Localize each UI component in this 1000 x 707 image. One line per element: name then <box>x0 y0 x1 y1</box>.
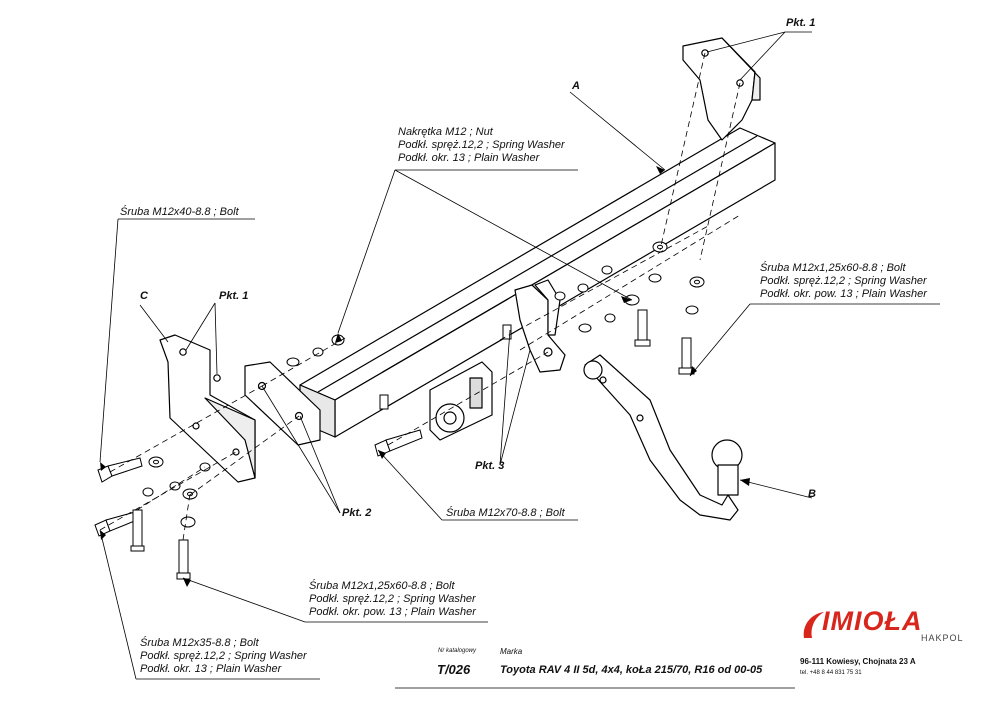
nut-callout: Nakrętka M12 ; Nut Podkł. spręż.12,2 ; S… <box>398 126 565 165</box>
vehicle-make: Toyota RAV 4 II 5d, 4x4, koŁa 215/70, R1… <box>500 664 763 676</box>
bolt-under-bar <box>379 324 512 410</box>
pkt3-label: Pkt. 3 <box>475 460 505 472</box>
towball-arm-B <box>583 354 743 521</box>
bolt60-bottom-callout: Śruba M12x1,25x60-8.8 ; Bolt Podkł. sprę… <box>309 580 476 619</box>
centre-bracket <box>514 279 566 373</box>
bolt35-line-1: Śruba M12x35-8.8 ; Bolt <box>140 637 259 649</box>
right-bracket <box>682 37 761 141</box>
bolt-m12x60-bottom-a <box>130 509 145 552</box>
pkt1-left-label: Pkt. 1 <box>219 290 249 302</box>
company-sub: HAKPOL <box>921 633 964 643</box>
bolt60-bottom-line-2: Podkł. spręż.12,2 ; Spring Washer <box>309 593 476 605</box>
catalog-label: Nr katalogowy <box>438 648 477 654</box>
bolt-m12x60-right-b <box>634 309 651 347</box>
bolt-m12x60-bottom-b <box>176 539 191 580</box>
bolt60-bottom-line-3: Podkł. okr. pow. 13 ; Plain Washer <box>309 606 476 618</box>
logo-swoosh-icon <box>803 612 824 638</box>
bolt35-callout: Śruba M12x35-8.8 ; Bolt Podkł. spręż.12,… <box>140 637 307 676</box>
catalog-number: T/026 <box>437 662 471 677</box>
left-bracket-C <box>159 334 256 483</box>
bolt40-line-1: Śruba M12x40-8.8 ; Bolt <box>120 206 239 218</box>
bolt60-right-line-1: Śruba M12x1,25x60-8.8 ; Bolt <box>760 262 906 274</box>
company-logo: IMIOŁA HAKPOL <box>800 606 970 646</box>
socket-plate <box>429 361 493 441</box>
bolt-m12x60-right-a <box>678 337 695 375</box>
bolt40-callout: Śruba M12x40-8.8 ; Bolt <box>120 206 239 219</box>
company-address: 96-111 Kowiesy, Chojnata 23 A <box>800 657 916 666</box>
part-b-label: B <box>808 488 816 500</box>
company-name: IMIOŁA <box>822 606 923 636</box>
pkt2-label: Pkt. 2 <box>342 507 372 519</box>
bolt60-right-callout: Śruba M12x1,25x60-8.8 ; Bolt Podkł. sprę… <box>760 262 927 301</box>
nut-line-1: Nakrętka M12 ; Nut <box>398 126 493 138</box>
bolt35-line-3: Podkł. okr. 13 ; Plain Washer <box>140 663 282 675</box>
nut-line-3: Podkł. okr. 13 ; Plain Washer <box>398 152 540 164</box>
part-a-label: A <box>572 80 580 92</box>
part-c-label: C <box>140 290 148 302</box>
bolt35-line-2: Podkł. spręż.12,2 ; Spring Washer <box>140 650 307 662</box>
bolt70-callout: Śruba M12x70-8.8 ; Bolt <box>446 507 565 520</box>
bolt60-right-line-3: Podkł. okr. pow. 13 ; Plain Washer <box>760 288 927 300</box>
bolt60-right-line-2: Podkł. spręż.12,2 ; Spring Washer <box>760 275 927 287</box>
bolt70-line-1: Śruba M12x70-8.8 ; Bolt <box>446 507 565 519</box>
bolt60-bottom-line-1: Śruba M12x1,25x60-8.8 ; Bolt <box>309 580 455 592</box>
company-phone: tel. +48 8 44 831 75 31 <box>800 670 862 676</box>
left-end-plate <box>244 361 321 446</box>
pkt1-top-label: Pkt. 1 <box>786 17 816 29</box>
make-label: Marka <box>500 647 523 656</box>
bolt-m12x40 <box>97 457 143 483</box>
nut-line-2: Podkł. spręż.12,2 ; Spring Washer <box>398 139 565 151</box>
bolt-m12x70 <box>374 429 423 457</box>
